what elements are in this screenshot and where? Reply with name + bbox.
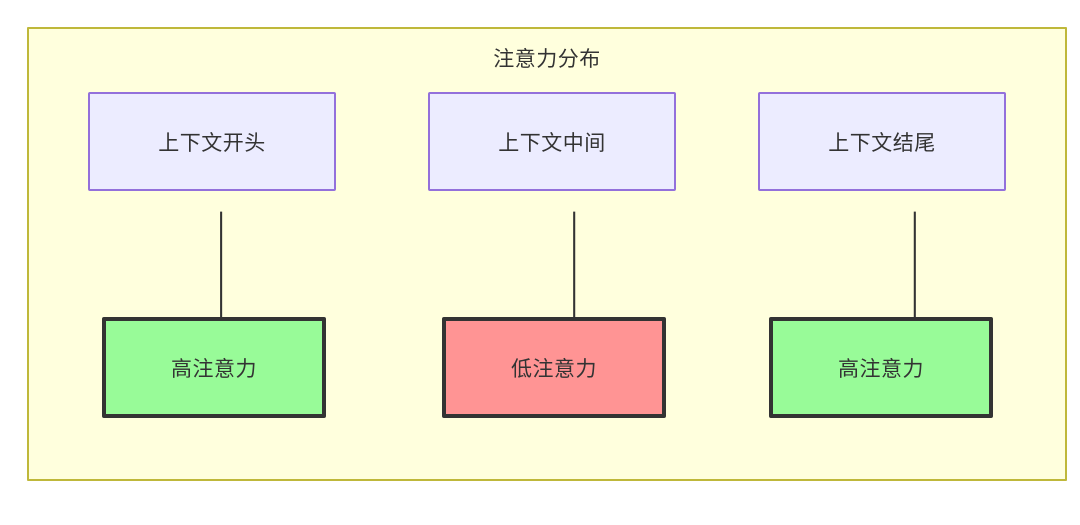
node-attention-start[interactable]: 高注意力 [102, 317, 326, 418]
node-context-start[interactable]: 上下文开头 [88, 92, 336, 191]
node-context-end-label: 上下文结尾 [828, 131, 936, 155]
node-attention-start-label: 高注意力 [171, 357, 257, 381]
node-context-middle-label: 上下文中间 [498, 131, 606, 155]
subgraph-title: 注意力分布 [493, 48, 601, 71]
node-attention-end[interactable]: 高注意力 [769, 317, 993, 418]
node-context-start-label: 上下文开头 [158, 131, 266, 155]
node-attention-middle[interactable]: 低注意力 [442, 317, 666, 418]
node-attention-middle-label: 低注意力 [511, 357, 597, 381]
node-context-middle[interactable]: 上下文中间 [428, 92, 676, 191]
node-context-end[interactable]: 上下文结尾 [758, 92, 1006, 191]
diagram-canvas: 注意力分布 上下文开头 上下文中间 上下文结尾 高注意力 [27, 27, 1067, 481]
node-attention-end-label: 高注意力 [838, 357, 924, 381]
